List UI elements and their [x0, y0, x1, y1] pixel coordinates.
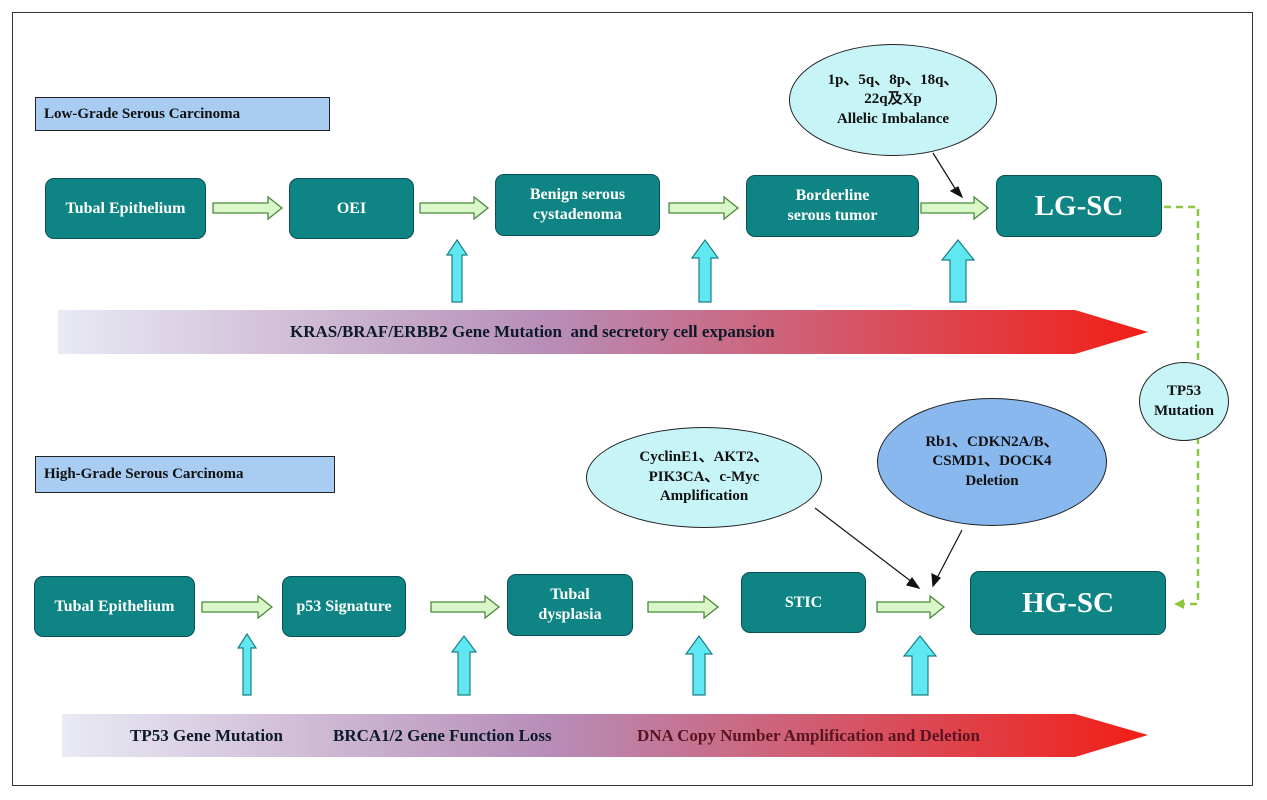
deletion-bubble: Rb1、CDKN2A/B、 CSMD1、DOCK4 Deletion	[877, 398, 1107, 526]
low-grade-banner	[58, 310, 1148, 354]
hg-arrow-1	[201, 594, 274, 620]
hg-box-stic: STIC	[741, 572, 866, 633]
allelic-imbalance-bubble: 1p、5q、8p、18q、 22q及Xp Allelic Imbalance	[789, 44, 997, 156]
allelic-pointer-line	[932, 152, 957, 191]
hg-up-arrow-4	[902, 635, 938, 696]
amplification-pointer-line	[814, 507, 913, 583]
lg-box-tubal-epithelium: Tubal Epithelium	[45, 178, 206, 239]
hg-banner-text-brca: BRCA1/2 Gene Function Loss	[333, 726, 552, 745]
lg-box-oei: OEI	[289, 178, 414, 239]
hg-up-arrow-2	[450, 635, 478, 696]
hg-up-arrow-3	[684, 634, 714, 696]
lg-up-arrow-3	[940, 239, 976, 303]
deletion-pointer-line	[936, 529, 963, 579]
lg-box-borderline-tumor: Borderline serous tumor	[746, 175, 919, 237]
low-grade-banner-text: KRAS/BRAF/ERBB2 Gene Mutation and secret…	[290, 322, 775, 341]
hg-banner-text-tp53: TP53 Gene Mutation	[130, 726, 283, 745]
lg-box-lg-sc: LG-SC	[996, 175, 1162, 237]
low-grade-section-label: Low-Grade Serous Carcinoma	[35, 97, 330, 131]
lg-arrow-4	[920, 195, 990, 221]
deletion-pointer-head	[931, 572, 941, 588]
lg-up-arrow-1	[445, 238, 469, 303]
hg-arrow-3	[647, 594, 720, 620]
lg-arrow-3	[668, 195, 740, 221]
lg-arrow-2	[419, 195, 490, 221]
hg-box-p53-signature: p53 Signature	[282, 576, 406, 637]
high-grade-banner	[62, 714, 1148, 757]
hg-arrow-4	[876, 594, 946, 620]
high-grade-section-label: High-Grade Serous Carcinoma	[35, 456, 335, 493]
lg-up-arrow-2	[690, 238, 720, 303]
lg-arrow-1	[212, 195, 284, 221]
lg-box-benign-cystadenoma: Benign serous cystadenoma	[495, 174, 660, 236]
allelic-pointer-head	[949, 186, 964, 199]
hg-up-arrow-1	[236, 632, 258, 696]
amplification-pointer-head	[905, 576, 921, 589]
tp53-connector-head	[1174, 599, 1184, 609]
hg-box-tubal-dysplasia: Tubal dysplasia	[507, 574, 633, 636]
hg-box-hg-sc: HG-SC	[970, 571, 1166, 635]
amplification-bubble: CyclinE1、AKT2、 PIK3CA、c-Myc Amplificatio…	[586, 427, 822, 528]
tp53-mutation-bubble: TP53 Mutation	[1139, 362, 1229, 441]
hg-arrow-2	[430, 594, 501, 620]
hg-box-tubal-epithelium: Tubal Epithelium	[34, 576, 195, 637]
hg-banner-text-dna-copy: DNA Copy Number Amplification and Deleti…	[637, 726, 981, 745]
figure-frame	[12, 12, 1253, 786]
